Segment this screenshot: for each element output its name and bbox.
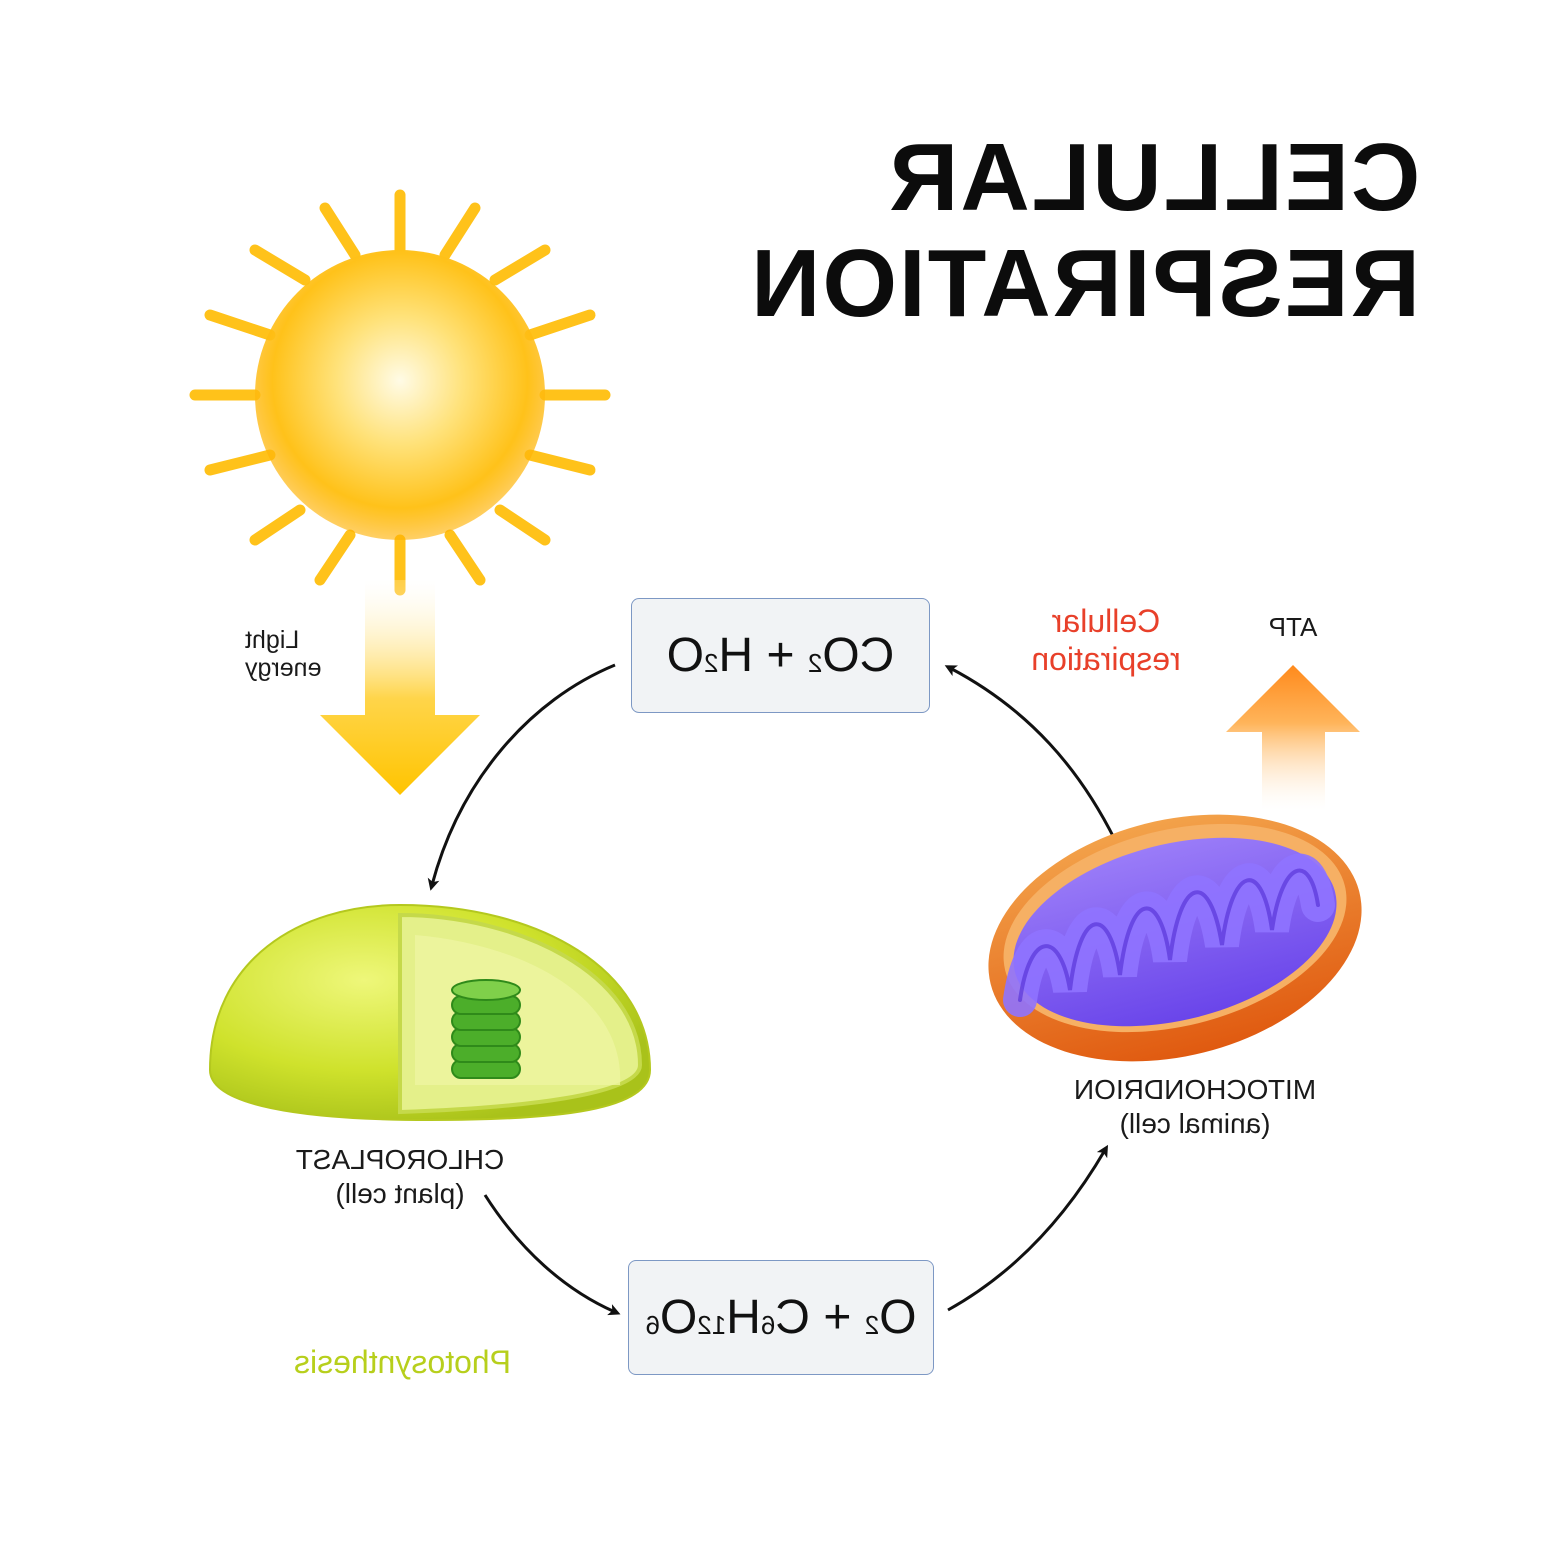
chloroplast-icon	[208, 903, 652, 1122]
cellular-respiration-label: Cellular respiration	[1031, 603, 1181, 677]
light-energy-label: Light energy	[245, 626, 322, 682]
mitochondrion-name: MITOCHONDRION	[1073, 1074, 1317, 1105]
sun-rays	[189, 189, 611, 596]
mitochondrion-icon	[988, 814, 1362, 1062]
arrow-to-chloroplast	[427, 663, 616, 891]
mitochondrion-desc: (animal cell)	[1119, 1108, 1271, 1139]
sun-icon	[255, 250, 545, 540]
light-energy-arrow	[320, 580, 480, 795]
mitochondrion-caption: MITOCHONDRION (animal cell)	[1065, 1073, 1325, 1141]
atp-arrow	[1226, 665, 1360, 810]
arrow-to-mitochondrion	[947, 1144, 1109, 1312]
chloroplast-caption: CHLOROPLAST (plant cell)	[285, 1143, 515, 1211]
photosynthesis-label: Photosynthesis	[294, 1344, 512, 1380]
arrow-to-bottom-formula	[483, 1194, 621, 1316]
atp-label: ATP	[1268, 612, 1318, 642]
chloroplast-desc: (plant cell)	[335, 1178, 465, 1209]
arrow-to-top-formula	[944, 665, 1117, 841]
chloroplast-name: CHLOROPLAST	[295, 1144, 505, 1175]
